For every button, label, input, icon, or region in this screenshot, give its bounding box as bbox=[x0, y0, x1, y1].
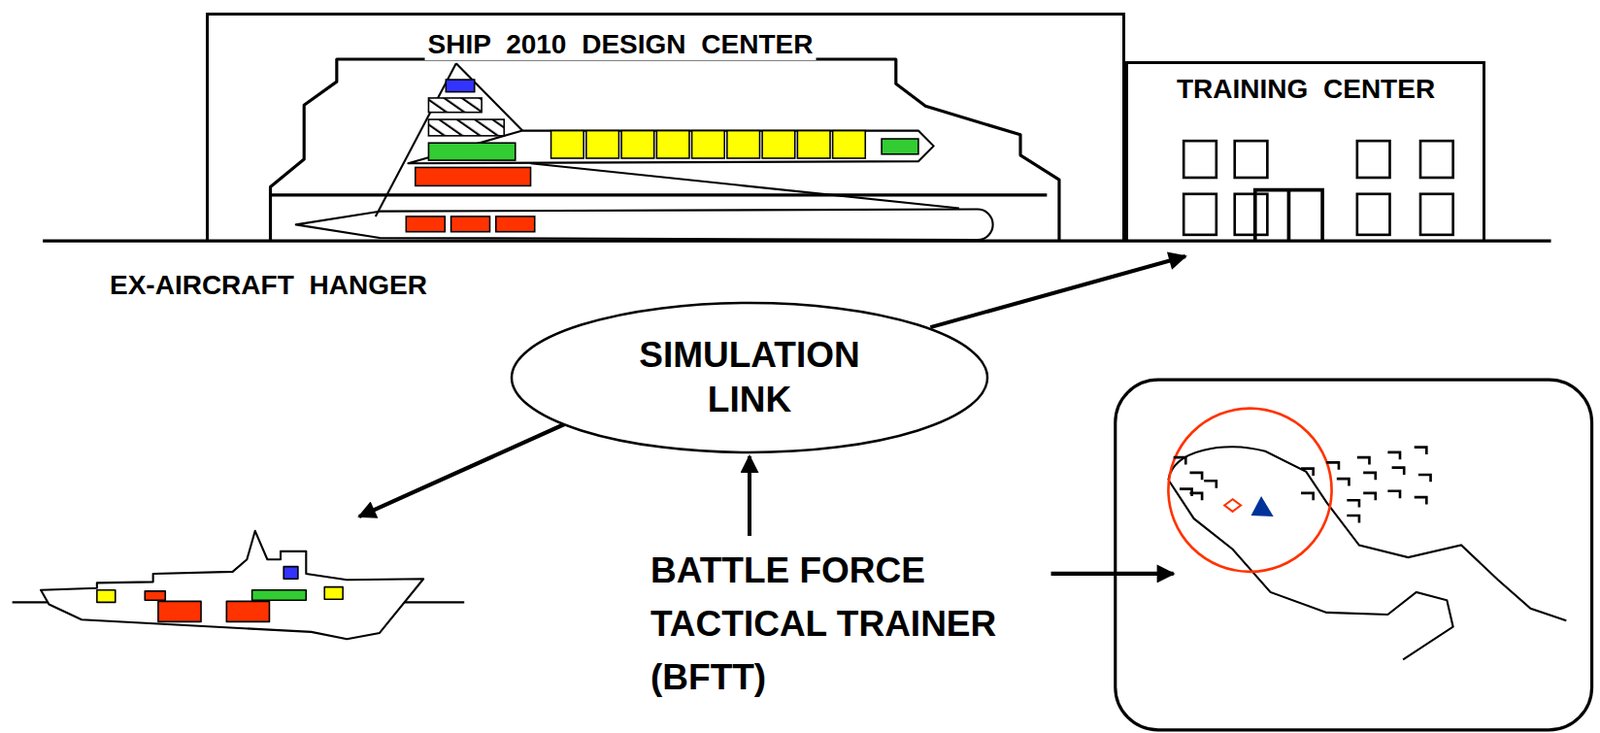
equipment-block bbox=[551, 131, 585, 159]
ship-symbol bbox=[1189, 472, 1202, 480]
node-label: SIMULATION LINK bbox=[618, 333, 881, 423]
building-label: EX-AIRCRAFT HANGER bbox=[106, 269, 431, 301]
connector-arrow bbox=[930, 256, 1186, 328]
ship-symbol bbox=[1392, 467, 1405, 475]
ship-symbol bbox=[1189, 493, 1202, 500]
equipment-block bbox=[692, 131, 726, 159]
ship-symbol bbox=[1326, 462, 1339, 469]
tactical-map bbox=[1115, 379, 1593, 731]
link-ellipse: SIMULATION LINK bbox=[509, 300, 990, 455]
ship-at-sea bbox=[12, 531, 466, 639]
ship-symbol bbox=[1363, 493, 1376, 500]
node-label: BATTLE FORCE TACTICAL TRAINER (BFTT) bbox=[650, 543, 1088, 704]
ship-symbol bbox=[1203, 480, 1217, 488]
equipment-block bbox=[586, 131, 620, 159]
ellipse-outline bbox=[509, 300, 990, 455]
ship-symbol bbox=[1336, 478, 1350, 486]
ship-symbol bbox=[1363, 472, 1376, 480]
building: SHIP 2010 DESIGN CENTEREX-AIRCRAFT HANGE… bbox=[205, 12, 1126, 241]
arrow bbox=[1051, 571, 1174, 576]
windows-door bbox=[1183, 140, 1453, 241]
equipment-block bbox=[621, 131, 655, 159]
ship-model bbox=[270, 59, 1060, 241]
ship-symbol bbox=[1346, 515, 1360, 523]
equipment-block bbox=[656, 131, 690, 159]
ship-symbol bbox=[1300, 468, 1314, 476]
equipment-blocks bbox=[405, 79, 919, 233]
building-label: SHIP 2010 DESIGN CENTER bbox=[425, 29, 817, 61]
ship-symbol bbox=[1173, 457, 1187, 465]
text-node: BATTLE FORCE TACTICAL TRAINER (BFTT) bbox=[646, 539, 1092, 708]
ship-symbol bbox=[1357, 457, 1370, 465]
ship-symbol bbox=[1346, 500, 1360, 507]
ship-symbol bbox=[1418, 474, 1432, 482]
connector-arrow bbox=[747, 456, 752, 536]
equipment-block bbox=[797, 131, 831, 159]
equipment-block bbox=[833, 131, 867, 159]
ship-symbol bbox=[1414, 497, 1428, 504]
equipment-block bbox=[762, 131, 796, 159]
ship-symbol bbox=[1387, 452, 1400, 460]
ship-symbol bbox=[1414, 447, 1428, 455]
ship-symbol bbox=[1387, 491, 1400, 499]
building: TRAINING CENTER bbox=[1125, 61, 1486, 241]
ship-symbol bbox=[1300, 493, 1314, 500]
ellipse-outline bbox=[511, 302, 988, 453]
arrow bbox=[359, 416, 582, 517]
building-label: TRAINING CENTER bbox=[1173, 73, 1438, 105]
equipment-block bbox=[727, 131, 761, 159]
